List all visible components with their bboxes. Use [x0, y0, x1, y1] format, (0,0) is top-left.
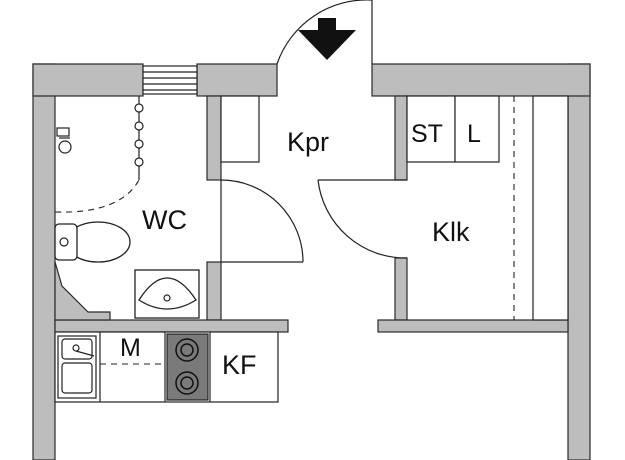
entrance-door — [276, 0, 373, 65]
outer-walls — [32, 63, 591, 460]
wc-shower-curtain — [54, 96, 144, 213]
kitchen-sink-icon — [57, 335, 97, 399]
room-label-wc: WC — [142, 205, 187, 235]
room-label-kf: KF — [222, 350, 257, 380]
toilet-icon — [54, 221, 131, 263]
washbasin-icon — [134, 269, 200, 319]
fixture-label-l: L — [467, 120, 481, 148]
room-label-klk: Klk — [432, 217, 470, 247]
klk-door — [317, 179, 408, 259]
hall-closet — [220, 95, 260, 163]
wardrobe-units — [406, 95, 569, 321]
window — [142, 65, 198, 95]
fixture-label-st: ST — [411, 120, 443, 148]
arrow-down-icon — [298, 18, 356, 60]
wc-door — [220, 179, 304, 263]
shower-head-icon — [56, 127, 72, 154]
room-label-kpr: Kpr — [287, 127, 329, 157]
fixture-label-m: M — [120, 334, 141, 362]
stove-icon — [166, 333, 209, 401]
interior-walls — [54, 95, 569, 333]
diagonal-wall — [54, 261, 111, 321]
